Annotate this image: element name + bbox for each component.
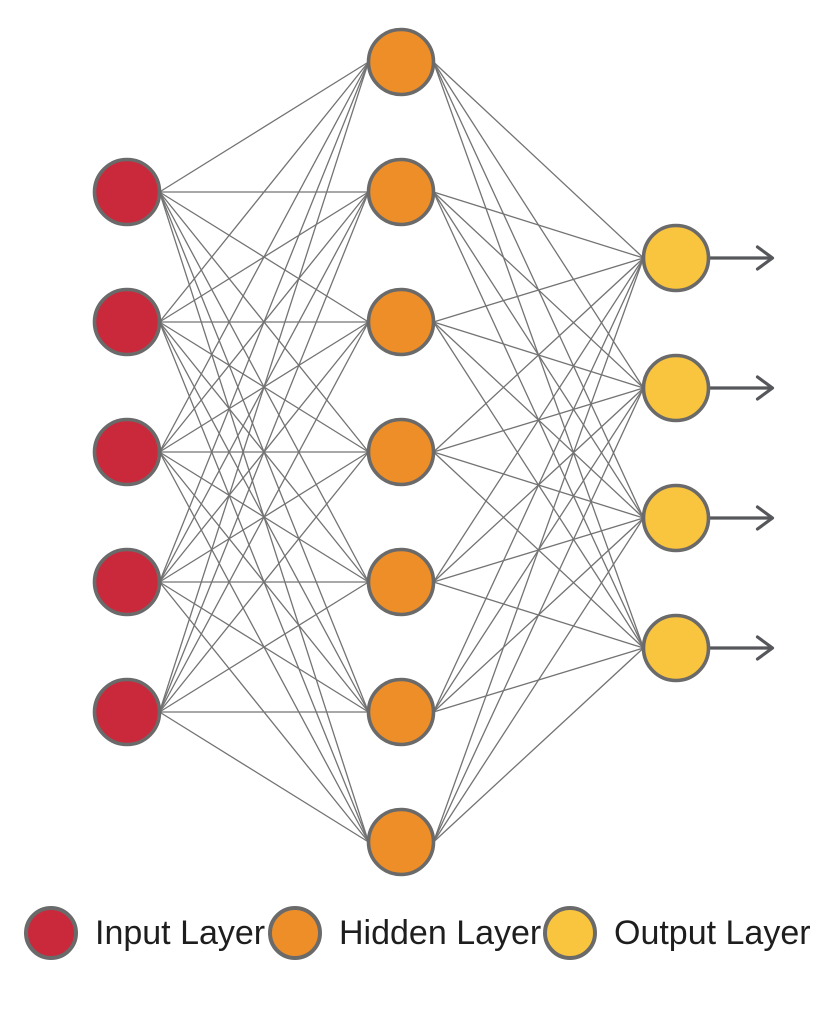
- edge-input-to-hidden: [158, 61, 370, 713]
- output-node-4: [641, 613, 711, 683]
- edge-input-to-hidden: [158, 191, 370, 713]
- legend-label-output-layer: Output Layer: [614, 914, 811, 952]
- arrow-head-icon: [755, 505, 775, 531]
- hidden-node-5: [366, 547, 436, 617]
- edge-hidden-to-output: [433, 61, 644, 259]
- hidden-node-4: [366, 417, 436, 487]
- edge-input-to-hidden: [158, 61, 370, 453]
- arrow-head-icon: [755, 635, 775, 661]
- hidden-node-1: [366, 27, 436, 97]
- edge-input-to-hidden: [158, 61, 370, 583]
- edge-hidden-to-output: [432, 257, 645, 713]
- legend-item-input-layer: Input Layer: [24, 906, 265, 960]
- hidden-node-6: [366, 677, 436, 747]
- input-node-4: [92, 547, 162, 617]
- input-layer-swatch-icon: [24, 906, 78, 960]
- edge-hidden-to-output: [433, 257, 644, 453]
- input-node-1: [92, 157, 162, 227]
- hidden-node-7: [366, 807, 436, 877]
- network-diagram: [92, 27, 775, 877]
- input-node-5: [92, 677, 162, 747]
- edge-hidden-to-output: [433, 257, 644, 323]
- edge-input-to-hidden: [159, 711, 369, 843]
- edge-input-to-hidden: [158, 321, 370, 713]
- edge-hidden-to-output: [432, 257, 645, 843]
- edge-hidden-to-output: [432, 257, 645, 583]
- output-layer-swatch-icon: [543, 906, 597, 960]
- legend-item-hidden-layer: Hidden Layer: [268, 906, 541, 960]
- output-node-2: [641, 353, 711, 423]
- edge-input-to-hidden: [158, 61, 370, 323]
- edge-input-to-hidden: [158, 451, 370, 713]
- hidden-node-3: [366, 287, 436, 357]
- legend-label-input-layer: Input Layer: [95, 914, 266, 952]
- arrow-head-icon: [755, 375, 775, 401]
- hidden-node-2: [366, 157, 436, 227]
- edge-hidden-to-output: [433, 191, 644, 259]
- output-node-3: [641, 483, 711, 553]
- edge-hidden-to-output: [433, 647, 644, 843]
- edge-input-to-hidden: [159, 61, 369, 193]
- hidden-layer-swatch-icon: [268, 906, 322, 960]
- legend-item-output-layer: Output Layer: [543, 906, 811, 960]
- edge-hidden-to-output: [432, 387, 645, 843]
- input-node-2: [92, 287, 162, 357]
- input-node-3: [92, 417, 162, 487]
- legend-label-hidden-layer: Hidden Layer: [339, 914, 542, 952]
- edge-hidden-to-output: [432, 517, 645, 843]
- edge-input-to-hidden: [159, 581, 369, 713]
- output-node-1: [641, 223, 711, 293]
- arrow-head-icon: [755, 245, 775, 271]
